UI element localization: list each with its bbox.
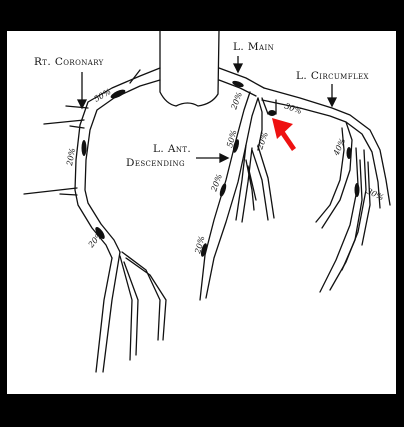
diagram-panel (7, 31, 396, 394)
lesion-rca-mid (81, 140, 87, 156)
rca-distal-3 (121, 251, 167, 341)
label-l-main: L. Main (233, 41, 274, 53)
lesion-rca-prox (110, 89, 126, 99)
lesion-marks (81, 80, 360, 257)
lcx-wall-outer (263, 87, 391, 206)
rca-distal-1 (95, 251, 121, 373)
lad-wall-right (205, 97, 259, 299)
label-pointers (76, 56, 338, 164)
lcx-om1 (315, 121, 353, 229)
rca-wall-outer (74, 67, 161, 259)
rca-marginal-2 (23, 187, 78, 196)
pct-rca-mid: 20% (65, 147, 77, 167)
lcx-om3 (341, 159, 371, 271)
lad-diagonal-1 (235, 144, 253, 223)
lad-diagonal-2 (251, 145, 275, 221)
lad-wall-left (199, 91, 251, 301)
rca-sa-branch (129, 69, 141, 84)
lcx-wall-inner (261, 99, 381, 209)
lad-pointer-head (219, 152, 230, 164)
lm-pointer-head (232, 63, 244, 74)
label-l-ant-line2: Descending (126, 157, 185, 169)
lad-diagonal-3 (245, 159, 257, 211)
label-l-circumflex: L. Circumflex (296, 70, 369, 82)
lesion-lcx-om1 (346, 147, 352, 159)
lesion-lcx-prox (268, 110, 276, 116)
lesion-rca-dist (95, 227, 105, 239)
rca-distal-2 (119, 255, 139, 361)
rca-pointer-head (76, 99, 88, 110)
label-l-ant-line1: L. Ant. (153, 143, 191, 155)
rca-marginal-1 (65, 105, 89, 109)
lesion-lad-mid (219, 183, 227, 197)
lad-upper-branch (257, 97, 263, 151)
rca-conus-branch (43, 119, 85, 129)
lesion-lad-dist (200, 243, 208, 257)
red-arrow-icon (272, 118, 296, 151)
aortic-root (159, 30, 220, 107)
lesion-lm (232, 80, 244, 88)
lcx-pointer-head (326, 97, 338, 108)
lesion-lad-prox (232, 139, 240, 153)
left-main-wall (218, 67, 265, 97)
label-rt-coronary: Rt. Coronary (34, 56, 104, 68)
lcx-om2 (319, 147, 367, 293)
vessel-tree (23, 30, 391, 373)
lesion-lcx-om2 (354, 183, 360, 197)
